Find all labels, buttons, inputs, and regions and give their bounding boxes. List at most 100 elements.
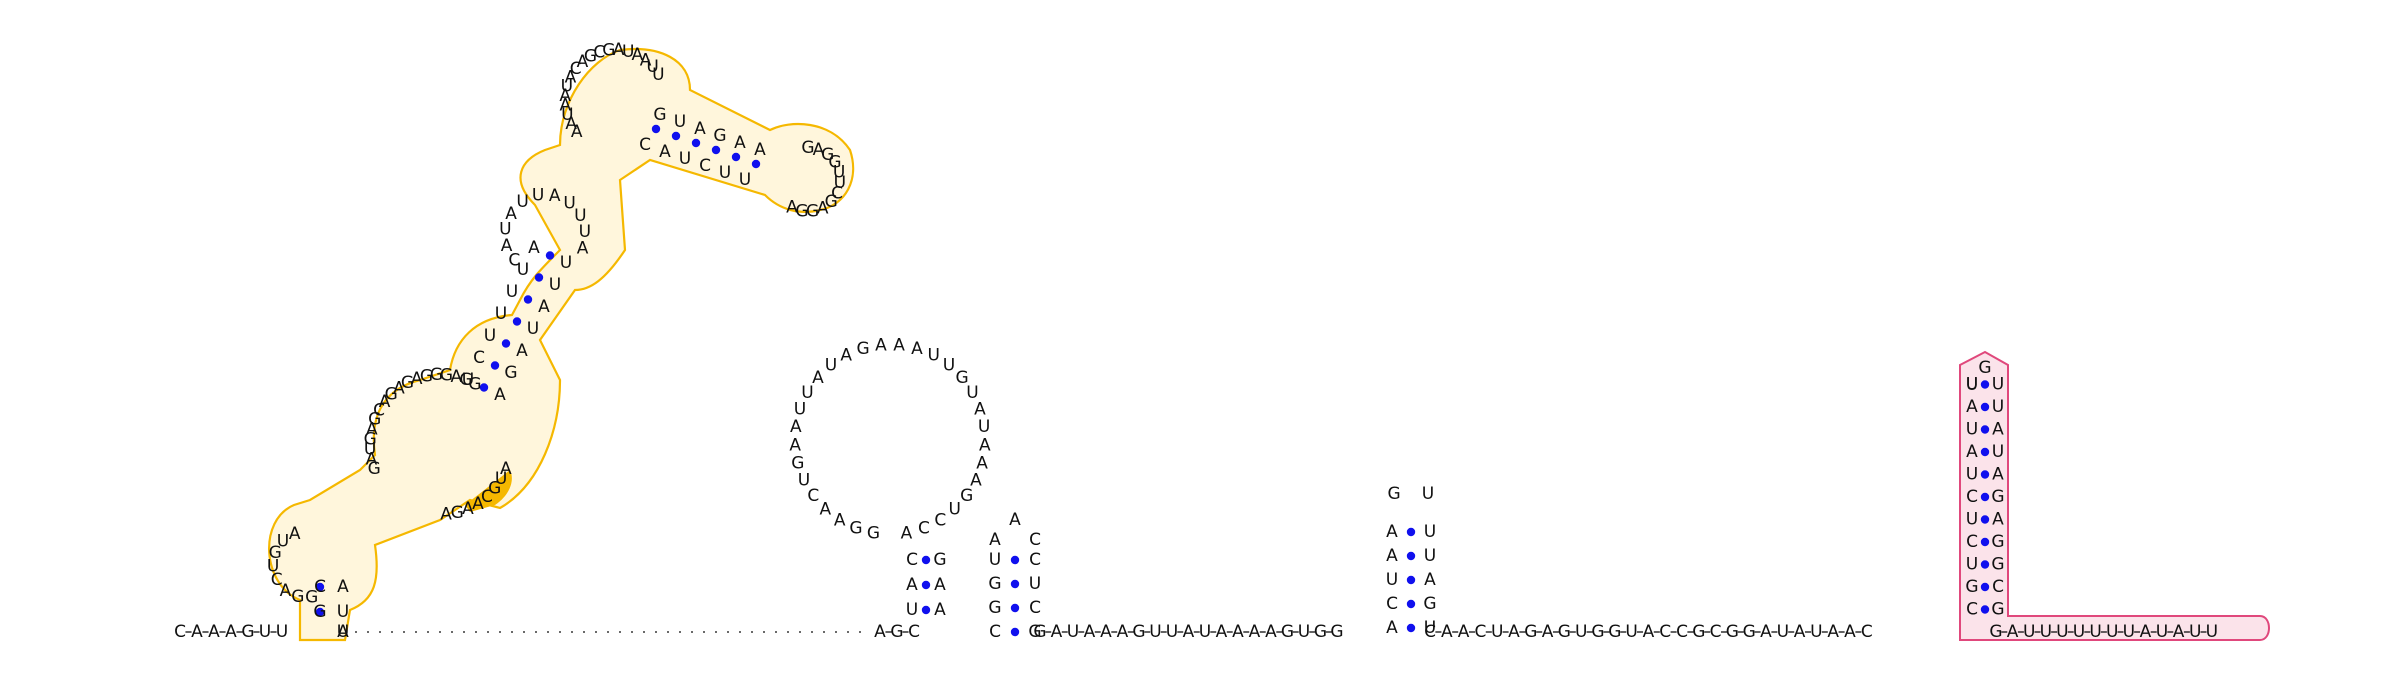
nucleotide-loop: A	[970, 470, 982, 490]
nucleotide-backbone: U	[2040, 622, 2052, 642]
base-pair-dot	[1406, 623, 1416, 633]
nucleotide: A	[577, 52, 589, 72]
nucleotide: G	[1387, 484, 1400, 504]
nucleotide: C	[314, 577, 326, 597]
nucleotide: U	[1966, 375, 1978, 395]
nucleotide-backbone: U	[1575, 622, 1587, 642]
nucleotide: C	[699, 156, 711, 176]
nucleotide-backbone: G	[1330, 622, 1343, 642]
nucleotide-backbone: G	[1743, 622, 1756, 642]
nucleotide-loop: A	[974, 400, 986, 420]
nucleotide-backbone: A	[2007, 622, 2019, 642]
nucleotide: C	[1966, 487, 1978, 507]
nucleotide: U	[1966, 375, 1978, 395]
nucleotide-backbone: G	[1591, 622, 1604, 642]
nucleotide: U	[462, 370, 474, 390]
nucleotide: A	[462, 499, 474, 519]
nucleotide: U	[652, 65, 664, 85]
nucleotide-backbone: G	[890, 622, 903, 642]
nucleotide: A	[565, 67, 577, 87]
nucleotide-backbone: A	[1100, 622, 1112, 642]
nucleotide: A	[734, 133, 746, 153]
nucleotide: U	[989, 550, 1001, 570]
base-pair-dot	[671, 131, 681, 141]
nucleotide: U	[1966, 510, 1978, 530]
base-pair-dot	[1980, 447, 1990, 457]
nucleotide-loop: A	[834, 511, 846, 531]
nucleotide: A	[516, 341, 528, 361]
nucleotide-backbone: U	[1298, 622, 1310, 642]
nucleotide-loop: C	[934, 511, 946, 531]
nucleotide: A	[500, 459, 512, 479]
nucleotide: A	[337, 622, 349, 642]
nucleotide-backbone: A	[1249, 622, 1261, 642]
nucleotide: A	[1386, 618, 1398, 638]
nucleotide: G	[1965, 577, 1978, 597]
nucleotide-loop: U	[801, 383, 813, 403]
nucleotide: G	[385, 385, 398, 405]
nucleotide: G	[988, 598, 1001, 618]
nucleotide: G	[795, 201, 808, 221]
base-pair-dot	[501, 339, 511, 348]
base-pair-dot	[1010, 579, 1020, 589]
nucleotide: U	[719, 163, 731, 183]
nucleotide: A	[577, 239, 589, 259]
nucleotide: A	[934, 600, 946, 620]
nucleotide: A	[1992, 465, 2004, 485]
nucleotide: A	[631, 45, 643, 65]
nucleotide-backbone: A	[1232, 622, 1244, 642]
nucleotide: A	[571, 122, 583, 142]
nucleotide: U	[906, 600, 918, 620]
nucleotide-backbone: G	[1132, 622, 1145, 642]
nucleotide-loop: G	[849, 519, 862, 539]
base-pair-dot	[1980, 425, 1990, 434]
nucleotide: U	[674, 112, 686, 132]
nucleotide-loop: U	[948, 500, 960, 520]
nucleotide-backbone: G	[1558, 622, 1571, 642]
nucleotide: U	[516, 192, 528, 212]
nucleotide-backbone: U	[1199, 622, 1211, 642]
nucleotide: C	[639, 135, 651, 155]
nucleotide: U	[1966, 420, 1978, 440]
nucleotide: A	[379, 392, 391, 412]
base-pair-dot	[731, 152, 741, 162]
nucleotide: G	[1423, 594, 1436, 614]
base-pair-dot	[315, 582, 325, 592]
nucleotide-backbone: A	[1441, 622, 1453, 642]
nucleotide: G	[988, 574, 1001, 594]
nucleotide-loop: A	[812, 368, 824, 388]
nucleotide: A	[549, 186, 561, 206]
nucleotide-loop: U	[794, 400, 806, 420]
nucleotide: C	[593, 43, 605, 63]
nucleotide-backbone: U	[1491, 622, 1503, 642]
nucleotide-backbone: A	[1216, 622, 1228, 642]
base-pair-dot	[534, 273, 544, 282]
pink-domain	[1959, 350, 2270, 641]
nucleotide-backbone: C	[1424, 622, 1436, 642]
nucleotide-backbone: A	[1794, 622, 1806, 642]
nucleotide: U	[337, 622, 349, 642]
nucleotide-backbone: G	[1314, 622, 1327, 642]
nucleotide: C	[481, 487, 493, 507]
nucleotide-loop: A	[840, 346, 852, 366]
nucleotide: U	[1422, 484, 1434, 504]
nucleotide: U	[622, 42, 634, 62]
nucleotide: U	[495, 304, 507, 324]
nucleotide: G	[368, 410, 381, 430]
nucleotide-backbone: G	[1281, 622, 1294, 642]
base-pair-dot	[1980, 605, 1990, 614]
nucleotide: A	[501, 236, 513, 256]
nucleotide: A	[817, 198, 829, 218]
nucleotide: A	[538, 297, 550, 317]
nucleotide: U	[1992, 442, 2004, 462]
nucleotide-loop: G	[960, 486, 973, 506]
nucleotide: G	[825, 192, 838, 212]
orange-domain	[268, 48, 855, 642]
nucleotide-backbone: U	[1810, 622, 1822, 642]
base-pair-dot	[545, 251, 555, 260]
nucleotide-backbone: U	[2189, 622, 2201, 642]
nucleotide: G	[1028, 622, 1041, 642]
nucleotide: U	[532, 186, 544, 206]
nucleotide: A	[451, 367, 463, 387]
nucleotide: U	[1992, 375, 2004, 395]
